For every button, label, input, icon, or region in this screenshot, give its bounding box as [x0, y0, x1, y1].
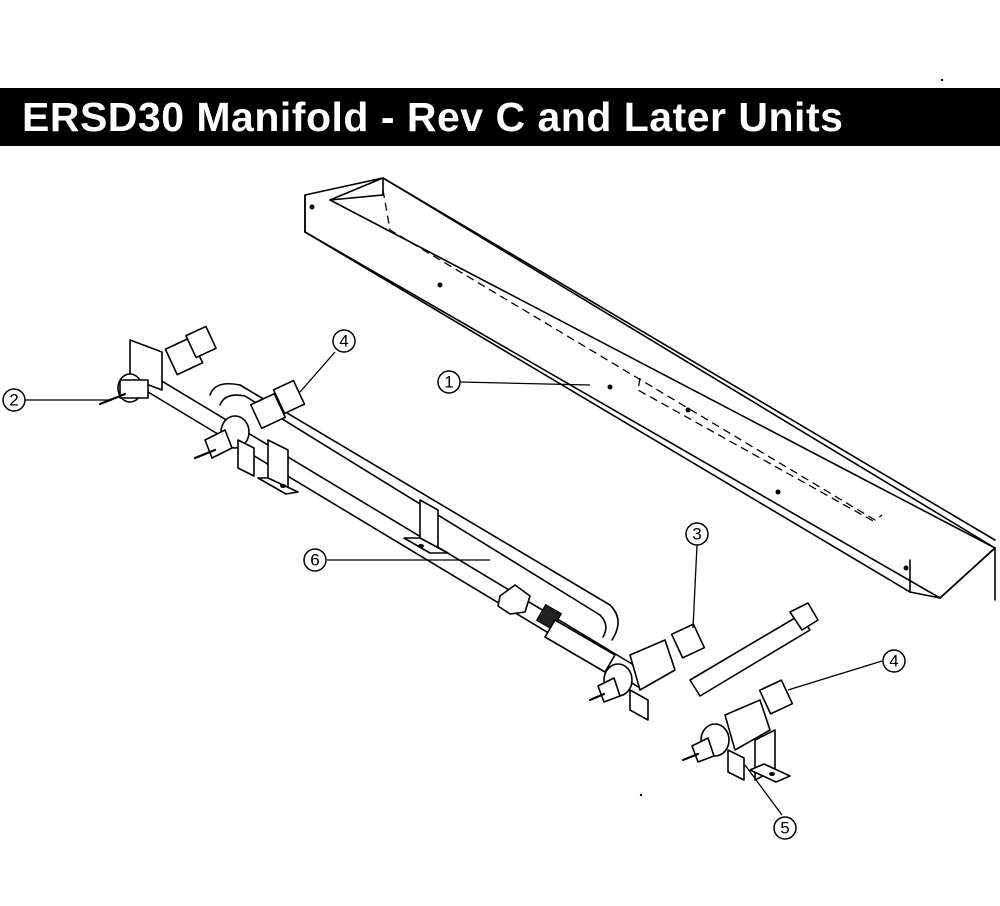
svg-text:4: 4 [889, 652, 898, 671]
callout-4-upper: 4 [332, 329, 356, 353]
leader-1 [459, 381, 591, 386]
callout-1: 1 [437, 370, 461, 394]
leader-4-upper [299, 351, 336, 393]
hole [685, 407, 691, 413]
pipe-fitting [497, 584, 616, 673]
hole [775, 489, 781, 495]
callout-4-lower: 4 [882, 649, 906, 673]
svg-text:2: 2 [9, 391, 18, 410]
callout-5: 5 [773, 816, 797, 840]
valve-right-middle [588, 623, 706, 721]
leader-3 [692, 544, 698, 629]
page-title: ERSD30 Manifold - Rev C and Later Units [22, 94, 844, 140]
crossbar-tube [689, 602, 819, 697]
callout-2: 2 [2, 388, 26, 412]
valve-right-lower [681, 679, 794, 783]
svg-text:6: 6 [310, 551, 319, 570]
leader-5 [744, 764, 783, 816]
valve-left-upper [98, 325, 217, 406]
callout-3: 3 [685, 522, 709, 546]
svg-text:4: 4 [339, 332, 348, 351]
svg-text:5: 5 [780, 819, 789, 838]
hole [309, 204, 315, 210]
callout-6: 6 [303, 548, 327, 572]
leader-4-lower [787, 660, 883, 691]
hole [903, 565, 909, 571]
valve-left-lower [193, 379, 306, 495]
svg-text:1: 1 [444, 373, 453, 392]
hole [607, 384, 613, 390]
channel-part [304, 177, 996, 601]
hole [437, 282, 443, 288]
title-bar: ERSD30 Manifold - Rev C and Later Units [0, 88, 1000, 146]
svg-text:3: 3 [692, 525, 701, 544]
